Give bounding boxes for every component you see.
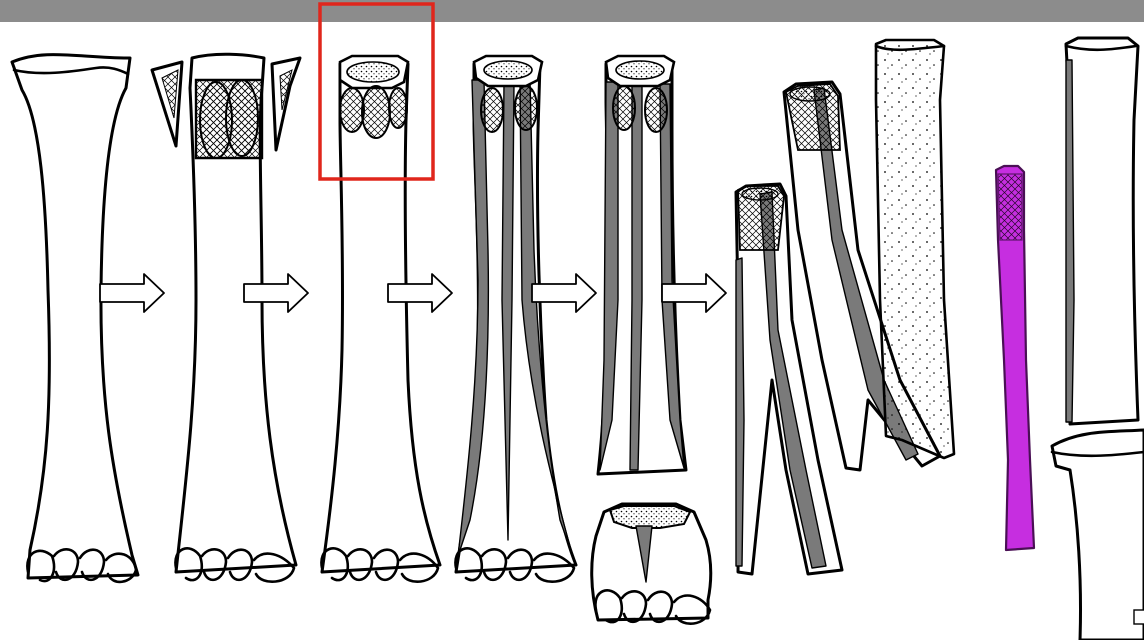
groove-lobe — [226, 80, 258, 156]
right-arrow-icon — [532, 274, 596, 312]
comparison-bone-lower — [1052, 430, 1144, 640]
removed-wedge-right — [272, 58, 300, 150]
comparison-bones — [1052, 38, 1144, 640]
stage-longitudinal-grooves — [455, 56, 576, 582]
groove-lobe — [340, 88, 364, 132]
corner-square-icon — [1134, 610, 1144, 624]
cancellous-core — [347, 62, 399, 82]
stage-whole-metapodial — [12, 55, 138, 582]
right-arrow-icon — [100, 274, 164, 312]
groove-lobe — [362, 86, 390, 138]
comparison-bone-upper — [1066, 38, 1138, 424]
stage-deep-grooves — [592, 56, 711, 624]
bone-shaft — [12, 55, 138, 578]
groove-lobe — [389, 88, 407, 128]
stage-grooved-epiphysis — [152, 54, 300, 582]
cancellous-slab — [876, 40, 954, 458]
stage-finished-blank — [996, 166, 1034, 550]
stage-split-splinters — [736, 40, 954, 574]
bone-shaft — [322, 64, 440, 572]
